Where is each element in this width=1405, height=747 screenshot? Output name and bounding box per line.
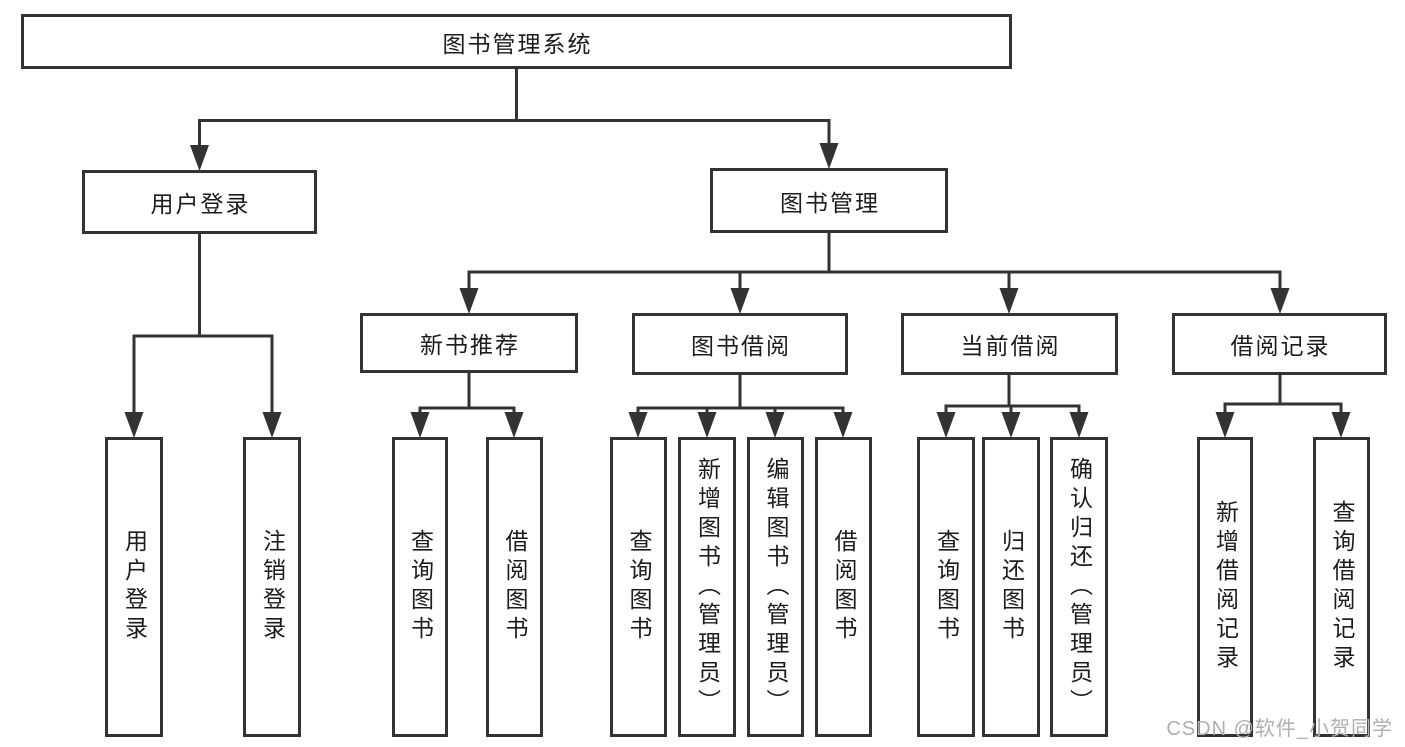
csdn-watermark: CSDN @软件_小贺同学 [1166, 718, 1393, 740]
leaf-query-books-borrow: 查询图书 [610, 437, 667, 737]
leaf-edit-book-admin: 编辑图书（管理员） [747, 437, 804, 737]
leaf-borrow-books-borrow: 借阅图书 [815, 437, 872, 737]
leaf-confirm-return-admin: 确认归还（管理员） [1050, 437, 1108, 737]
node-user-login: 用户登录 [82, 170, 317, 234]
node-new-book-recommend: 新书推荐 [360, 313, 578, 373]
leaf-query-books-recommend: 查询图书 [392, 437, 448, 737]
node-root-library-system: 图书管理系统 [21, 14, 1012, 69]
leaf-query-borrow-record: 查询借阅记录 [1313, 437, 1370, 737]
node-book-management: 图书管理 [710, 168, 948, 233]
leaf-return-books: 归还图书 [982, 437, 1040, 737]
node-current-borrow: 当前借阅 [901, 313, 1118, 375]
leaf-query-books-current: 查询图书 [917, 437, 975, 737]
leaf-add-book-admin: 新增图书（管理员） [678, 437, 736, 737]
leaf-logout: 注销登录 [243, 437, 301, 737]
node-book-borrow: 图书借阅 [632, 313, 848, 375]
leaf-borrow-books-recommend: 借阅图书 [486, 437, 543, 737]
leaf-user-login: 用户登录 [105, 437, 163, 737]
leaf-add-borrow-record: 新增借阅记录 [1197, 437, 1253, 737]
node-borrow-records: 借阅记录 [1172, 313, 1387, 375]
